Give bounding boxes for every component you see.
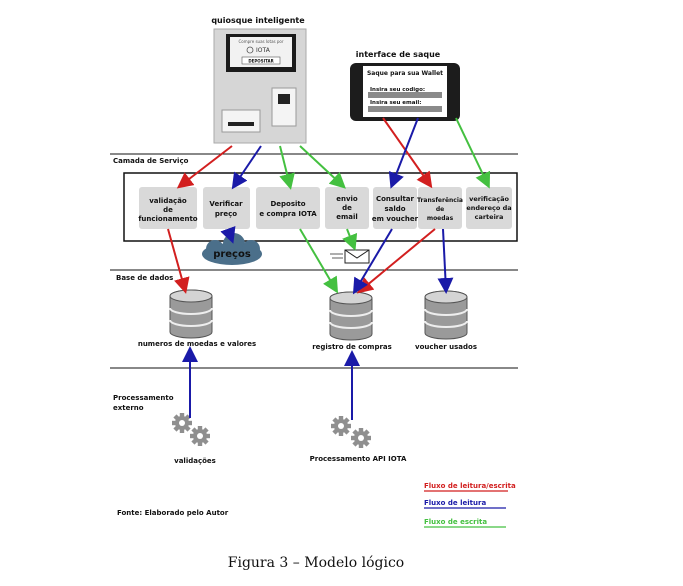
code-field xyxy=(368,92,442,98)
source-note: Fonte: Elaborado pelo Autor xyxy=(117,509,229,517)
svg-text:Consultar: Consultar xyxy=(376,195,415,203)
svg-text:moedas: moedas xyxy=(427,215,454,222)
service-box-envio-email: envio de email xyxy=(325,187,369,229)
svg-text:de: de xyxy=(436,206,444,213)
svg-text:de: de xyxy=(342,204,352,212)
database-label-voucher: voucher usados xyxy=(415,343,477,351)
database-icon-registro xyxy=(329,291,373,341)
service-box-transferencia: Transferência de moedas xyxy=(417,187,463,229)
processing-label-line1: Processamento xyxy=(113,394,174,402)
kiosk-slot xyxy=(221,109,261,133)
svg-text:email: email xyxy=(336,213,358,221)
svg-text:Verificar: Verificar xyxy=(209,200,243,208)
service-box-consultar-saldo: Consultar saldo em voucher xyxy=(372,187,419,229)
iota-logo-icon xyxy=(246,46,254,54)
svg-text:Transferência: Transferência xyxy=(417,197,463,204)
service-box-verificar-preco: Verificar preço xyxy=(203,187,250,229)
svg-text:envio: envio xyxy=(336,195,358,203)
prices-cloud-label: preços xyxy=(213,249,251,260)
database-label-registro: registro de compras xyxy=(312,343,392,351)
database-layer-label: Base de dados xyxy=(116,274,173,282)
svg-text:saldo: saldo xyxy=(384,205,405,213)
legend-read: Fluxo de leitura xyxy=(424,499,486,507)
wallet-header: Saque para sua Wallet xyxy=(367,70,443,77)
svg-text:preço: preço xyxy=(215,210,237,218)
svg-text:em voucher: em voucher xyxy=(372,215,419,223)
svg-text:verificação: verificação xyxy=(469,195,509,203)
database-icon-moedas xyxy=(169,289,213,339)
legend: Fluxo de leitura/escrita Fluxo de leitur… xyxy=(424,482,516,528)
wallet-interface-title: interface de saque xyxy=(356,50,441,59)
svg-text:funcionamento: funcionamento xyxy=(138,215,197,223)
service-box-deposito: Deposito e compra IOTA xyxy=(256,187,320,229)
envelope-icon xyxy=(330,249,370,264)
service-box-validacao: validação de funcionamento xyxy=(138,187,198,229)
kiosk-card-reader xyxy=(271,87,297,127)
svg-text:Deposito: Deposito xyxy=(270,200,305,208)
database-label-moedas: numeros de moedas e valores xyxy=(138,340,256,348)
kiosk-group: quiosque inteligente Compre suas Iotas p… xyxy=(211,16,307,144)
kiosk-screen-text: Compre suas Iotas por xyxy=(238,39,283,44)
processing-label-validacoes: validações xyxy=(174,457,216,465)
svg-text:endereço da: endereço da xyxy=(466,204,511,212)
processing-label-line2: externo xyxy=(113,404,144,412)
deposit-button-label: DEPOSITAR xyxy=(248,59,273,64)
svg-text:e compra IOTA: e compra IOTA xyxy=(259,210,317,218)
service-box-verificacao-carteira: verificação endereço da carteira xyxy=(466,187,512,229)
processing-label-api: Processamento API IOTA xyxy=(310,455,407,463)
svg-text:de: de xyxy=(163,206,173,214)
gears-icon-api xyxy=(331,416,371,448)
figure-caption: Figura 3 – Modelo lógico xyxy=(228,555,404,571)
database-icon-voucher xyxy=(424,290,468,340)
arrows-write xyxy=(279,117,491,294)
legend-read-write: Fluxo de leitura/escrita xyxy=(424,482,516,490)
kiosk-logo-text: IOTA xyxy=(256,47,271,54)
deposit-button xyxy=(241,56,281,65)
arrows-read-write xyxy=(167,117,436,294)
kiosk-title: quiosque inteligente xyxy=(211,16,305,25)
wallet-interface-group: interface de saque Saque para sua Wallet… xyxy=(350,50,460,121)
email-label: Insira seu email: xyxy=(370,100,421,106)
email-field xyxy=(368,106,442,112)
legend-write: Fluxo de escrita xyxy=(424,518,487,526)
svg-text:carteira: carteira xyxy=(475,213,504,221)
service-layer-label: Camada de Serviço xyxy=(113,157,189,165)
arrows-read xyxy=(182,117,454,420)
svg-text:validação: validação xyxy=(149,197,187,205)
code-label: Insira seu codigo: xyxy=(370,87,425,93)
